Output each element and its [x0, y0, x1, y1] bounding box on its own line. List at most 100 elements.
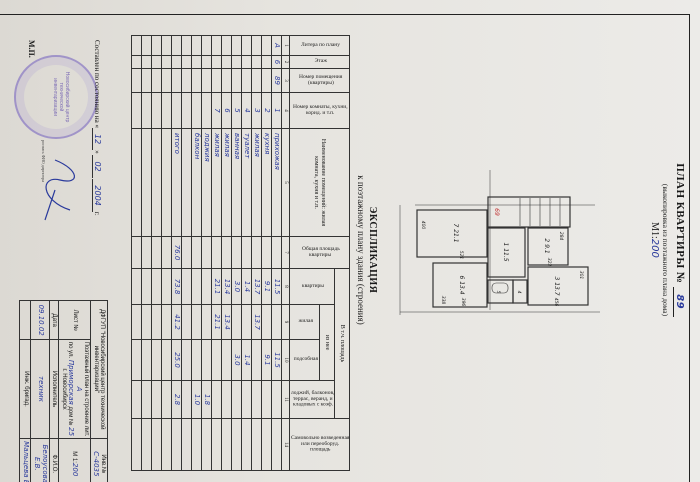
cell-living: 13.7 [251, 304, 262, 340]
cell-living [131, 304, 142, 340]
cell-room [161, 92, 172, 129]
cell-total [221, 236, 232, 269]
cell-apt-area: 3.0 [231, 268, 242, 305]
cell-apt [151, 68, 162, 93]
cell-room: 2 [261, 92, 272, 129]
explication-subtitle: к поэтажному плану здания (строения) [356, 175, 366, 325]
cell-floor [161, 55, 172, 69]
cell-name [141, 128, 152, 237]
cell-name: жилая [221, 128, 232, 237]
cell-room: 7 [211, 92, 222, 129]
cell-loggia [251, 380, 262, 419]
cell-extra [171, 418, 182, 471]
cell-aux [131, 339, 142, 381]
cell-extra [141, 418, 152, 471]
cell-apt [201, 68, 212, 93]
cell-aux: 25.0 [171, 339, 182, 381]
header-incl: В т.ч. площадь [334, 268, 350, 419]
cell-total [161, 236, 172, 269]
cell-apt-area [181, 268, 192, 305]
cell-floor [201, 55, 212, 69]
cell-apt [191, 68, 202, 93]
header-litera: Литера по плану [301, 41, 341, 48]
dim-label: 284 [558, 232, 564, 241]
cell-apt-area: 21.1 [211, 268, 222, 305]
cell-apt-area [141, 268, 152, 305]
dim-label: 338 [440, 296, 446, 305]
room-1-label: 1 11.5 [502, 242, 509, 261]
cell-total [201, 236, 212, 269]
role-1: техник [30, 339, 50, 439]
cell-loggia: 1.0 [191, 380, 202, 419]
cell-aux [251, 339, 262, 381]
room-1 [487, 227, 526, 278]
cell-total [211, 236, 222, 269]
cell-aux [201, 339, 212, 381]
cell-living [271, 304, 282, 340]
cell-extra [191, 418, 202, 471]
cell-floor [131, 55, 142, 69]
cell-living [201, 304, 212, 340]
column-number: 8 [281, 268, 290, 305]
cell-loggia [221, 380, 232, 419]
table-row [181, 35, 192, 471]
cell-aux [141, 339, 152, 381]
cell-aux [151, 339, 162, 381]
cell-loggia [151, 380, 162, 419]
cell-apt [161, 68, 172, 93]
cell-room [171, 92, 182, 129]
header-of-it: из нее [319, 304, 335, 381]
cell-living [161, 304, 172, 340]
cell-extra [221, 418, 232, 471]
cell-litera [221, 35, 232, 56]
cell-apt [241, 68, 252, 93]
cell-total [231, 236, 242, 269]
cell-name: кухня [261, 128, 272, 237]
cell-floor [221, 55, 232, 69]
cell-living [191, 304, 202, 340]
cell-aux: 1.4 [241, 339, 252, 381]
header-living: жилая [298, 318, 313, 325]
header-room: Номер комнаты, кухни, корид. и т.п. [293, 103, 348, 116]
name-1: Белоусова Е.В. [30, 438, 50, 482]
cell-extra [131, 418, 142, 471]
cell-loggia: 2.8 [171, 380, 182, 419]
column-number: 11 [281, 380, 290, 419]
cell-litera [131, 35, 142, 56]
cell-living: 13.4 [221, 304, 232, 340]
cell-room [181, 92, 192, 129]
cell-apt [251, 68, 262, 93]
cell-floor [231, 55, 242, 69]
cell-loggia [161, 380, 172, 419]
cell-living [141, 304, 152, 340]
compiled-date: Составлен по состоянию на «12» 02 2004г. [92, 40, 102, 216]
room-5-label: 5 [495, 291, 501, 294]
cell-extra [211, 418, 222, 471]
cell-name: жилая [211, 128, 222, 237]
room-7-label: 7 21.1 [452, 223, 459, 242]
name-2: Мальцева Е. [20, 438, 31, 482]
cell-total [261, 236, 272, 269]
explication-title: ЭКСПЛИКАЦИЯ [367, 206, 378, 294]
dim-label: 396 [460, 298, 466, 307]
cell-name [181, 128, 192, 237]
cell-apt [171, 68, 182, 93]
cell-floor: 6 [271, 55, 282, 69]
cell-aux: 3.0 [231, 339, 242, 381]
cell-floor [251, 55, 262, 69]
cell-room [141, 92, 152, 129]
scale-cell: М 1:200 [58, 438, 91, 482]
role-2: Инж. бригад. [20, 339, 31, 439]
cell-room: 6 [221, 92, 232, 129]
cell-litera [261, 35, 272, 56]
cell-apt [221, 68, 232, 93]
cell-litera: А [271, 35, 282, 56]
cell-room [191, 92, 202, 129]
